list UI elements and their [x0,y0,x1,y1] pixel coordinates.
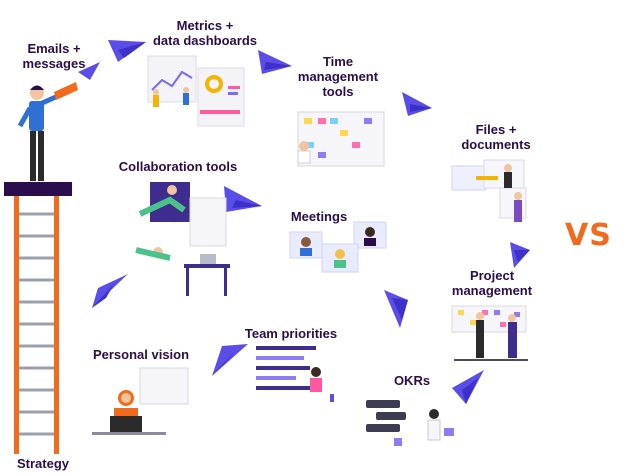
arrow-to-meetings-icon [224,186,262,212]
label-emails-messages: Emails + messages [22,41,86,71]
label-meetings: Meetings [290,209,348,224]
arrow-to-okrs-icon [452,370,484,404]
label-project-management: Project management [451,268,533,298]
metrics-dashboard-illustration [147,55,245,127]
paper-plane-arrows [78,40,530,404]
calendar-illustration [297,111,385,167]
arrow-to-collab-icon [92,274,128,308]
label-collaboration-tools: Collaboration tools [118,159,238,174]
strategy-ladder-illustration [4,182,72,454]
vs-label: VS [565,218,612,253]
okrs-illustration [366,400,454,446]
label-metrics-dashboards: Metrics + data dashboards [152,18,258,48]
label-personal-vision: Personal vision [92,347,190,362]
label-okrs: OKRs [393,373,431,388]
arrow-to-metrics-icon [108,40,146,62]
files-documents-illustration [451,159,527,222]
personal-vision-illustration [92,367,189,435]
label-time-management-tools: Time management tools [297,54,379,99]
team-priorities-illustration [256,346,334,402]
label-team-priorities: Team priorities [244,326,338,341]
arrow-to-emails-icon [78,62,100,80]
project-management-illustration [451,305,528,361]
arrow-to-personal-icon [212,344,248,376]
collaboration-illustration [135,182,230,296]
person-with-spyglass-icon [17,82,78,181]
arrow-to-files-icon [402,92,432,116]
label-files-documents: Files + documents [461,122,531,152]
arrow-to-project-icon [510,242,530,268]
arrow-to-time-icon [258,50,292,74]
meetings-illustration [289,221,387,273]
arrow-to-team-icon [384,290,408,328]
label-strategy: Strategy [16,456,70,471]
